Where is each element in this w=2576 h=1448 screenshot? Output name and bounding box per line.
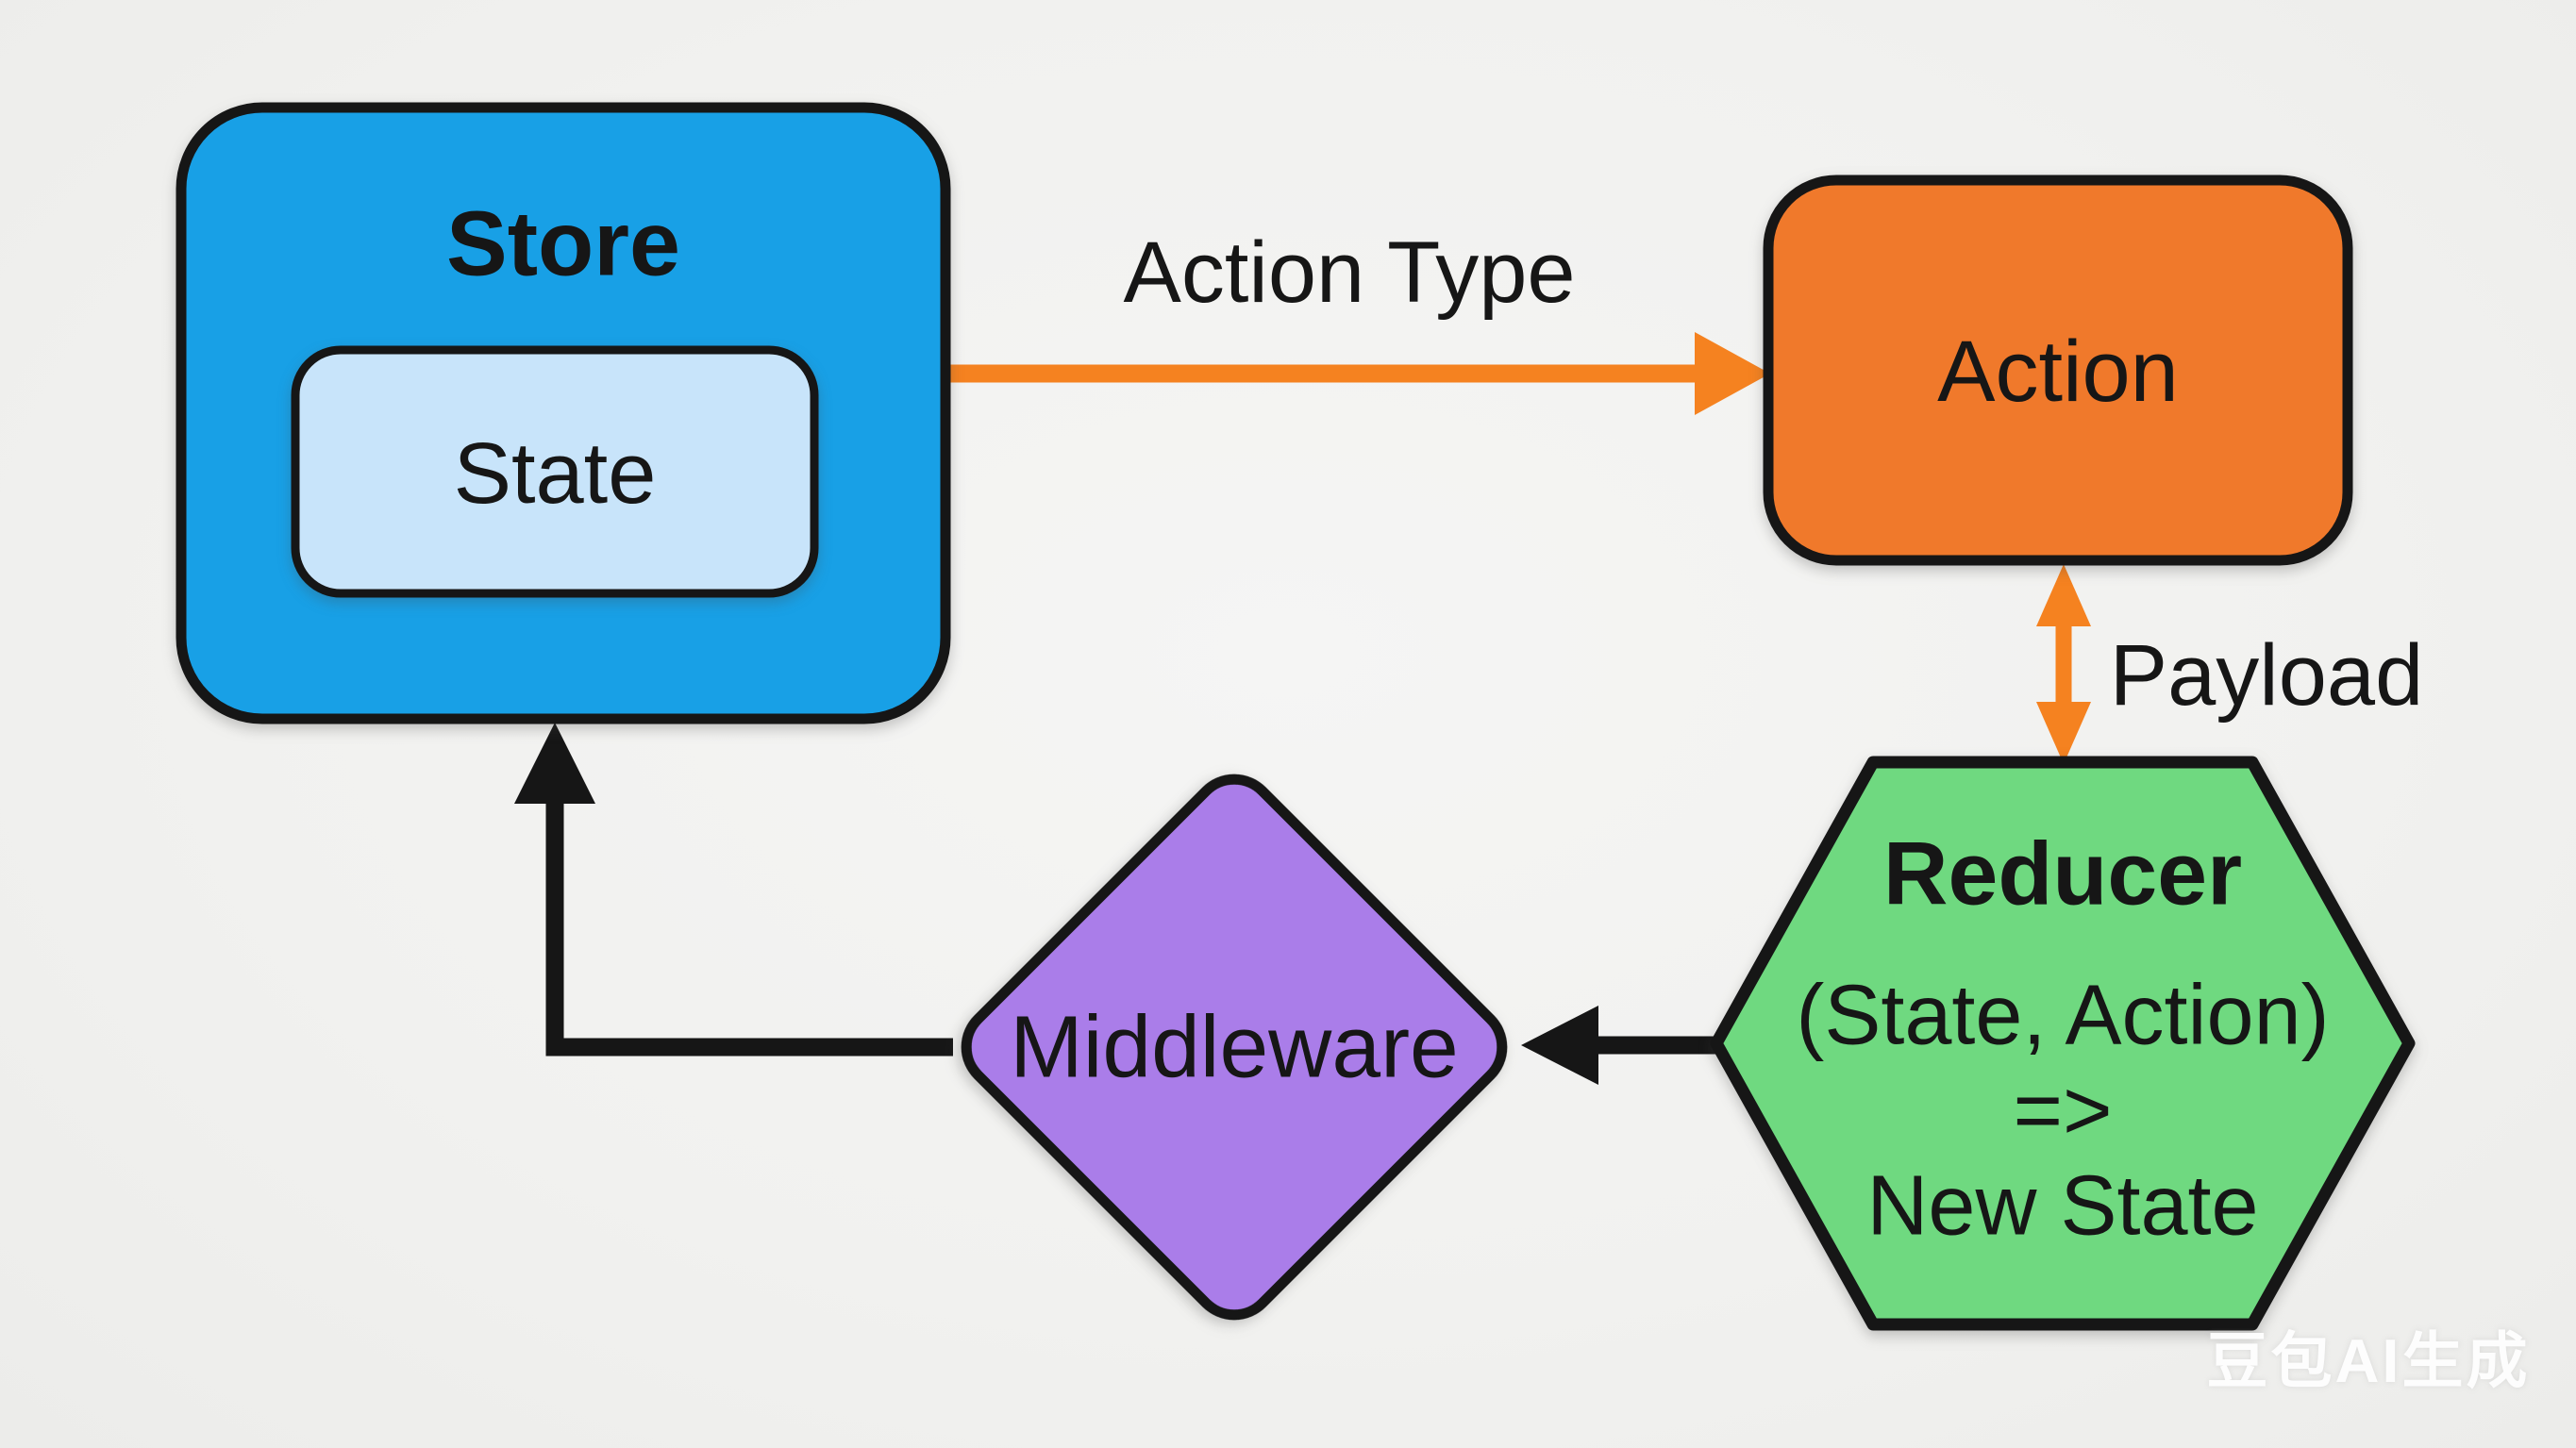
action-node-label: Action	[1937, 324, 2179, 420]
payload-arrowhead-down-icon	[2036, 702, 2091, 764]
action-node	[1763, 175, 2353, 566]
store-to-action-arrowhead-icon	[1695, 332, 1770, 415]
reducer-arrow-symbol-line: =>	[2013, 1063, 2113, 1158]
middleware-node	[961, 774, 1508, 1321]
reducer-node-text: Reducer (State, Action) => New State	[1796, 829, 2329, 1253]
middleware-to-store-arrowhead-icon	[514, 723, 595, 804]
state-node	[291, 345, 819, 598]
middleware-node-label: Middleware	[1010, 997, 1459, 1096]
action-to-reducer-arrow	[2036, 564, 2091, 764]
state-node-label: State	[453, 425, 657, 522]
reducer-node	[1710, 756, 2416, 1331]
reducer-to-middleware-arrowhead-icon	[1521, 1006, 1598, 1085]
payload-edge-label: Payload	[2109, 627, 2424, 724]
reducer-result-line: New State	[1866, 1157, 2259, 1253]
payload-arrowhead-up-icon	[2036, 564, 2091, 626]
ai-watermark: 豆包AI生成	[2206, 1326, 2531, 1395]
store-node-label: Store	[446, 191, 680, 295]
store-to-action-arrow	[947, 332, 1770, 415]
reducer-to-middleware-arrow	[1521, 1006, 1719, 1085]
middleware-to-store-arrow-line	[545, 789, 953, 1057]
middleware-to-store-arrow	[514, 723, 953, 1057]
reducer-signature-line: (State, Action)	[1796, 968, 2330, 1063]
action-type-edge-label: Action Type	[1123, 225, 1576, 321]
reducer-node-title: Reducer	[1882, 824, 2243, 924]
